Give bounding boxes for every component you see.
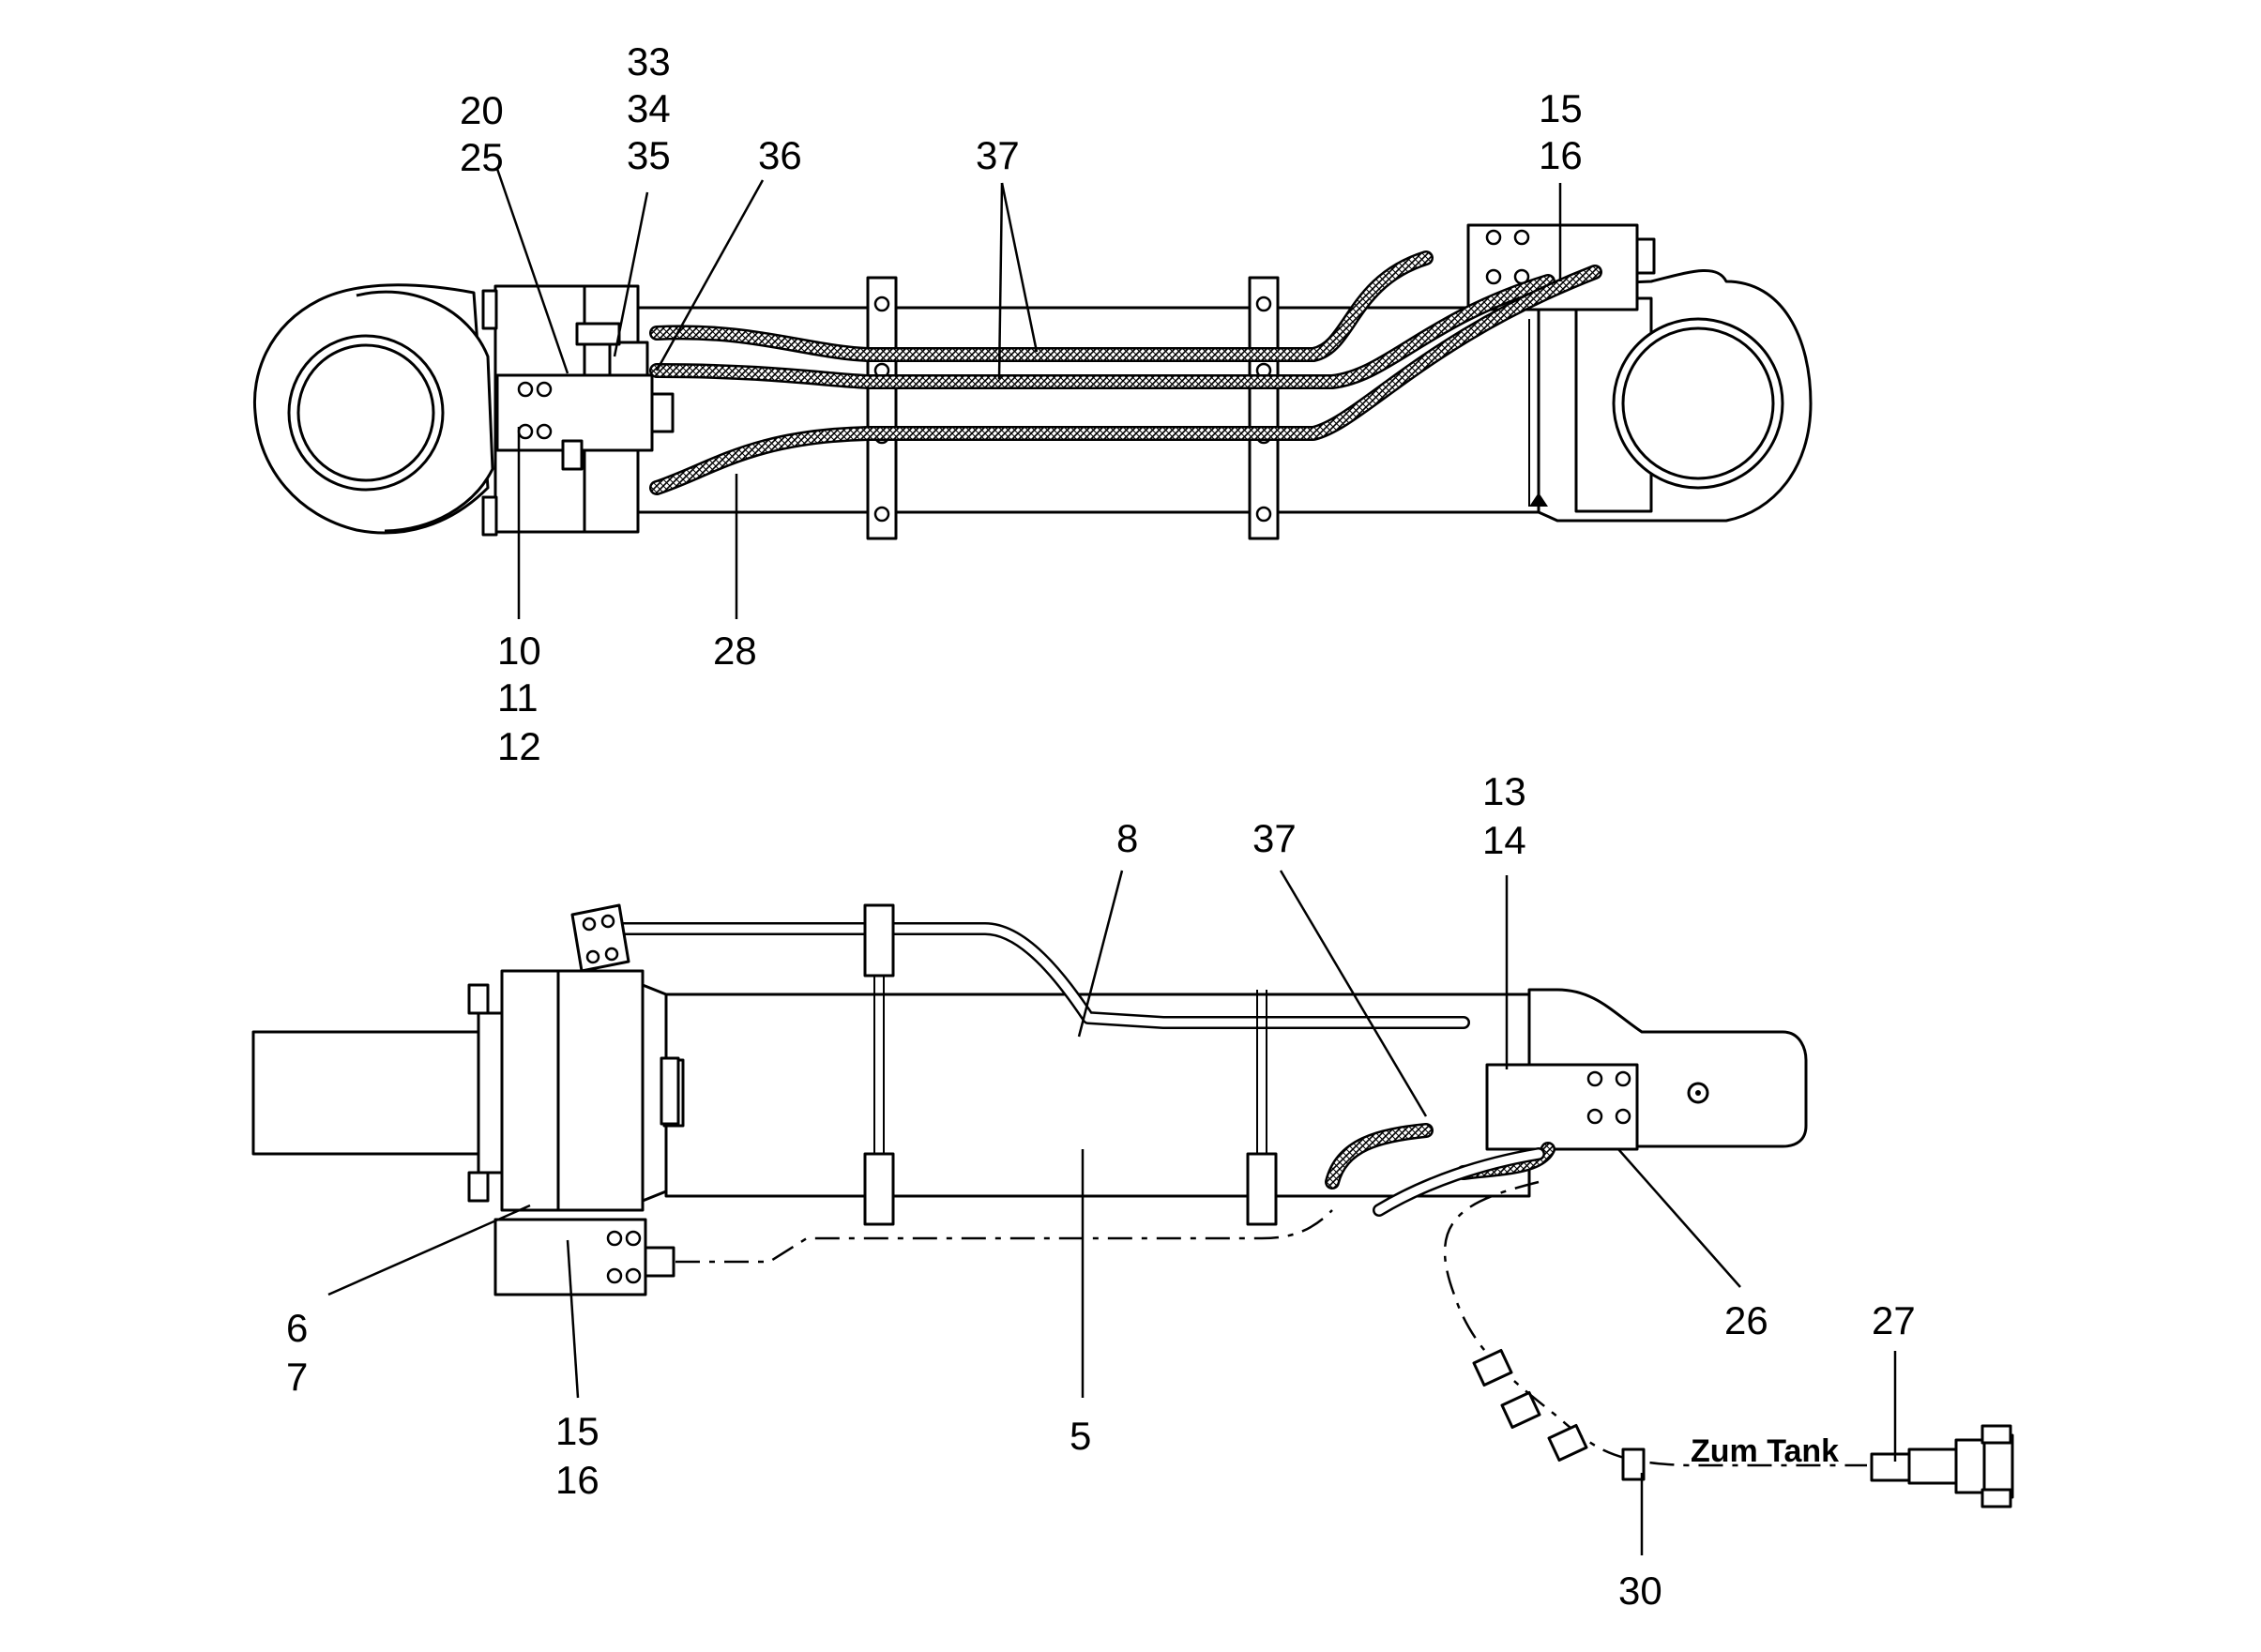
callout-25: 25	[460, 135, 504, 179]
top-clamp-2	[1248, 276, 1280, 540]
callout-16-top: 16	[1539, 133, 1583, 177]
callout-10: 10	[497, 629, 541, 673]
callout-14: 14	[1482, 818, 1526, 862]
bottom-rear-end	[1485, 988, 1808, 1151]
bottom-head	[467, 969, 668, 1212]
callout-33: 33	[627, 39, 671, 83]
top-hoses	[649, 250, 1602, 495]
callout-36: 36	[758, 133, 802, 177]
callout-27: 27	[1872, 1298, 1916, 1342]
name-plate	[660, 1056, 680, 1126]
bottom-pipe-8	[570, 903, 1470, 1029]
bottom-rod-end	[251, 1030, 480, 1156]
bottom-valve-block	[493, 1218, 675, 1296]
callout-13: 13	[1482, 769, 1526, 813]
callout-30: 30	[1618, 1569, 1662, 1613]
leader-lines	[327, 168, 1897, 1555]
bottom-clamp-1	[863, 903, 895, 1226]
callout-35: 35	[627, 133, 671, 177]
bottom-view	[251, 903, 2014, 1508]
top-left-eye	[252, 283, 494, 535]
callout-7: 7	[286, 1355, 308, 1399]
callout-37-bottom: 37	[1252, 816, 1297, 860]
bottom-clamp-2	[1246, 990, 1278, 1226]
callout-15-top: 15	[1539, 86, 1583, 130]
callout-11: 11	[497, 675, 539, 720]
callout-16-bottom: 16	[555, 1458, 599, 1502]
callout-5: 5	[1070, 1414, 1091, 1458]
callout-37-top: 37	[976, 133, 1020, 177]
callout-12: 12	[497, 724, 541, 768]
callout-8: 8	[1116, 816, 1138, 860]
top-valve-block	[495, 322, 675, 471]
callout-labels: 20 25 33 34 35 36 37 15 16 10 11 12 28 8…	[286, 39, 1916, 1613]
callout-15-bottom: 15	[555, 1409, 599, 1453]
tank-return-line	[675, 1180, 2014, 1508]
top-view	[252, 223, 1813, 540]
callout-34: 34	[627, 86, 671, 130]
callout-28: 28	[713, 629, 757, 673]
callout-26: 26	[1724, 1298, 1768, 1342]
zum-tank-label: Zum Tank	[1691, 1433, 1839, 1469]
top-clamp-1	[866, 276, 898, 540]
bottom-hoses	[1325, 1123, 1555, 1217]
callout-6: 6	[286, 1306, 308, 1350]
top-right-eye	[1466, 223, 1813, 523]
callout-20: 20	[460, 88, 504, 132]
